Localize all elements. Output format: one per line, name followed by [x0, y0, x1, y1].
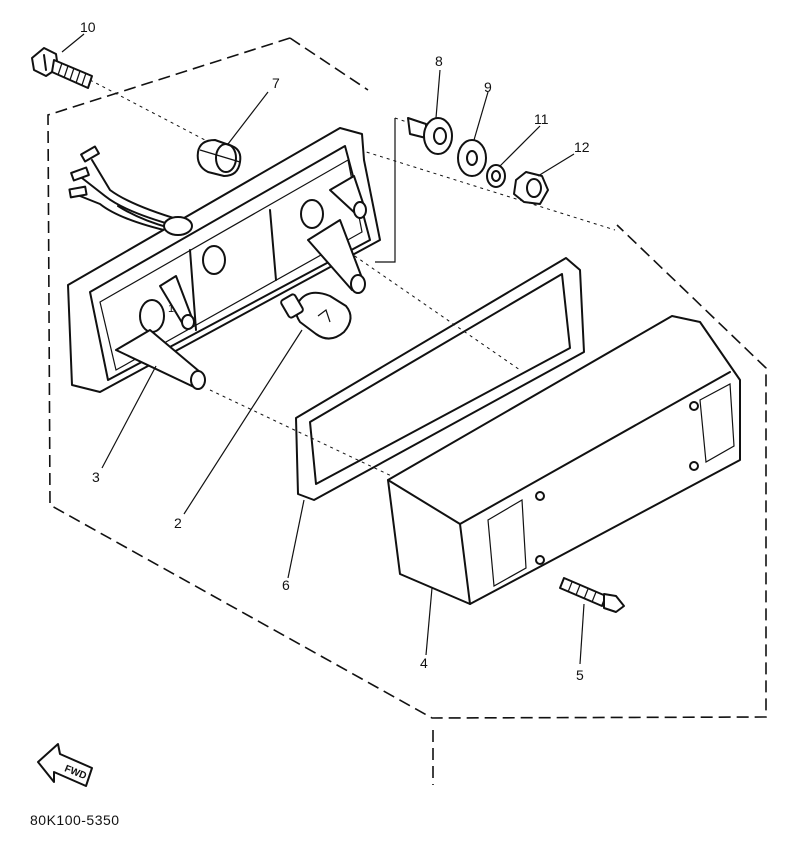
label-part-2: 2: [174, 515, 182, 531]
part-12-nut: [513, 171, 549, 205]
label-part-6: 6: [282, 577, 290, 593]
part-7-grommet: [196, 139, 242, 177]
label-part-10: 10: [80, 19, 96, 35]
part-9-washer: [457, 139, 487, 177]
label-part-8: 8: [435, 53, 443, 69]
label-part-5: 5: [576, 667, 584, 683]
part-10-bolt: [31, 47, 93, 89]
label-part-7: 7: [272, 75, 280, 91]
wire-harness: [68, 145, 181, 233]
part-1-housing: [67, 127, 381, 393]
callout-leaders: [61, 33, 585, 665]
label-part-3: 3: [92, 469, 100, 485]
label-part-1: 1: [168, 303, 175, 315]
assembly-outline: [47, 37, 767, 785]
label-part-12: 12: [574, 139, 590, 155]
label-part-9: 9: [484, 79, 492, 95]
part-6-gasket: [295, 257, 585, 501]
alignment-lines: [89, 79, 616, 481]
label-part-11: 11: [534, 111, 549, 127]
part-11-lock-washer: [486, 164, 506, 188]
document-code: 80K100-5350: [30, 812, 120, 828]
fwd-arrow-icon: [37, 743, 93, 787]
part-2-bulb: [280, 291, 352, 340]
part-4-lens: [387, 315, 741, 605]
label-part-4: 4: [420, 655, 428, 671]
part-8-collar: [407, 117, 453, 155]
part-5-screw: [559, 577, 625, 613]
